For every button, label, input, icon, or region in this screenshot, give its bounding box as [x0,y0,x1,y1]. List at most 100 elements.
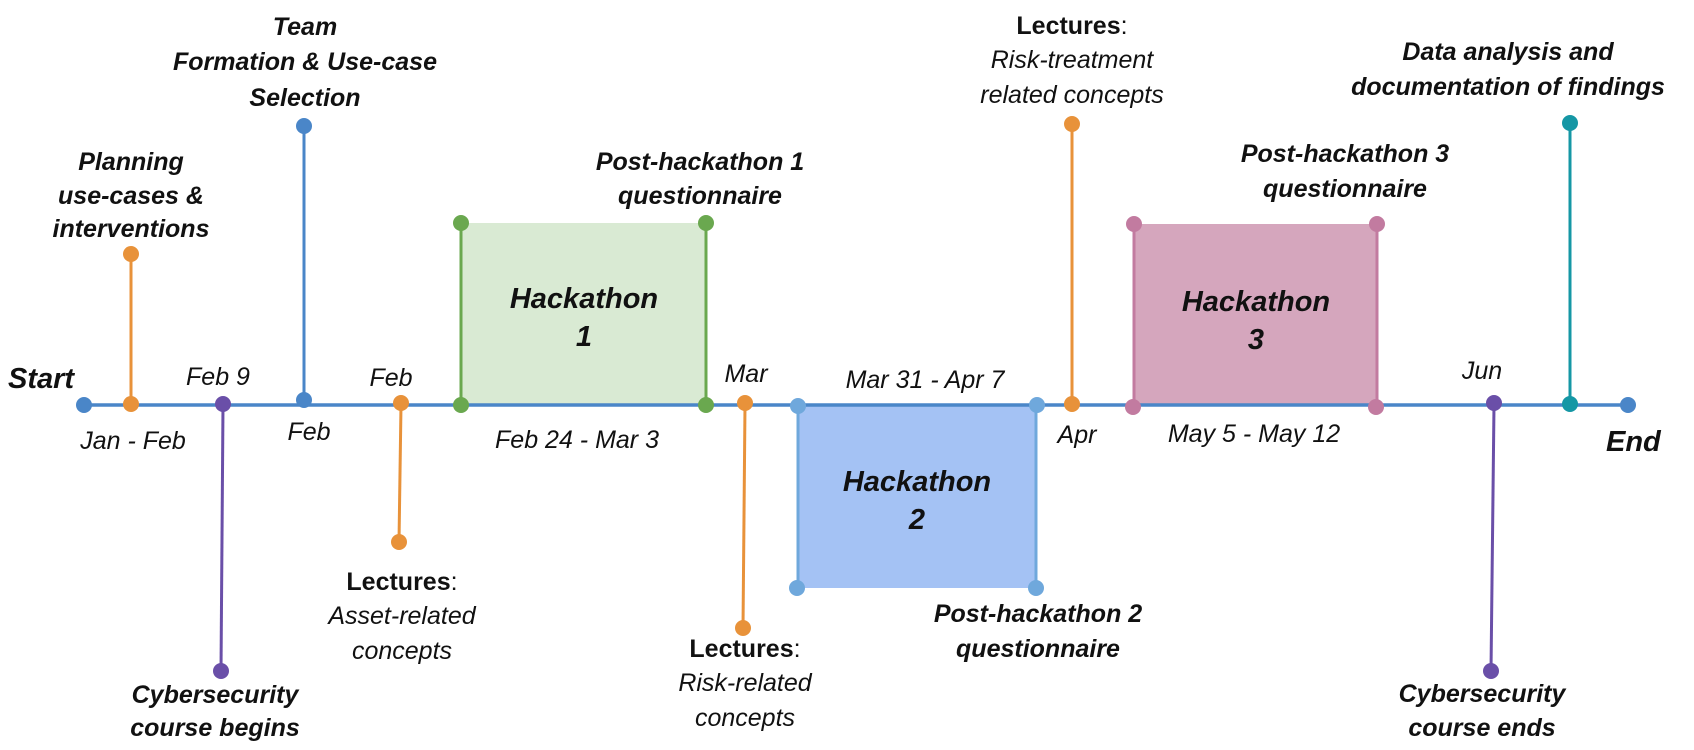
data-analysis-top-dot [1562,115,1578,131]
planning-axis-dot [123,396,139,412]
date-feb9: Feb 9 [186,363,250,391]
lectures-asset-line-2: concepts [352,637,452,665]
hackathon-2-start-axis-dot [790,398,806,414]
lectures-treatment-axis-dot [1064,396,1080,412]
lectures-treatment-line-2: related concepts [980,81,1163,109]
post-hackathon-2-line-2: questionnaire [956,635,1120,663]
hackathon-1-line-2: 1 [576,321,592,353]
lectures-treatment-title-word: Lectures [1016,12,1120,40]
post-hackathon-1-line-1: Post-hackathon 1 [596,148,804,176]
course-ends-label: Cybersecurity course ends [1399,680,1567,742]
data-analysis-line-1: Data analysis and [1402,38,1614,66]
team-formation-line-2: Formation & Use-case [173,48,437,76]
hackathon-3-line-1: Hackathon [1182,286,1330,318]
course-ends-line-2: course ends [1408,714,1555,742]
data-analysis-label: Data analysis and documentation of findi… [1351,38,1665,101]
hackathon-2-label: Hackathon 2 [843,466,991,536]
post-hackathon-1-line-2: questionnaire [618,182,782,210]
hackathon-1-end-top-dot [698,215,714,231]
course-begins-line-1: Cybersecurity [132,681,300,709]
hackathon-1-box [461,223,706,406]
start-dot [76,397,92,413]
lectures-asset-line-1: Asset-related [326,602,476,630]
course-ends-bottom-dot [1483,663,1499,679]
date-h3-range: May 5 - May 12 [1168,420,1340,448]
date-jun: Jun [1461,357,1502,385]
post-hackathon-3-line-2: questionnaire [1263,175,1427,203]
hackathon-1-start-axis-dot [453,397,469,413]
date-mar: Mar [724,360,769,388]
lectures-asset-colon: : [451,568,458,596]
end-label: End [1606,426,1662,458]
date-apr: Apr [1056,421,1099,449]
team-formation-label: Team Formation & Use-case Selection [173,13,437,112]
course-begins-bottom-dot [213,663,229,679]
post-hackathon-2-line-1: Post-hackathon 2 [934,600,1142,628]
lectures-asset-label: Lectures: Asset-related concepts [326,568,476,665]
lectures-risk-line-1: Risk-related [678,669,812,697]
course-ends-line-1: Cybersecurity [1399,680,1567,708]
lectures-treatment-title: Lectures: [1016,12,1127,40]
hackathon-1-end-axis-dot [698,397,714,413]
course-begins-label: Cybersecurity course begins [130,681,300,742]
lectures-asset-title-word: Lectures [346,568,450,596]
course-begins-line-2: course begins [130,714,300,742]
lectures-treatment-label: Lectures: Risk-treatment related concept… [980,12,1163,109]
hackathon-2-box [798,405,1036,588]
course-begins-stem [219,404,225,672]
planning-top-dot [123,246,139,262]
team-formation-line-1: Team [273,13,337,41]
lectures-risk-title: Lectures: [689,635,800,663]
planning-line-3: interventions [53,215,210,243]
lectures-risk-title-word: Lectures [689,635,793,663]
date-jan-feb: Jan - Feb [79,427,186,455]
lectures-asset-axis-dot [393,395,409,411]
hackathon-3-end-axis-dot [1368,399,1384,415]
date-feb-high: Feb [369,364,412,392]
lectures-treatment-colon: : [1121,12,1128,40]
hackathon-1-label: Hackathon 1 [510,283,658,353]
team-formation-top-dot [296,118,312,134]
start-label: Start [8,363,75,395]
hackathon-3-box [1134,224,1377,406]
hackathon-3-end-top-dot [1369,216,1385,232]
data-analysis-line-2: documentation of findings [1351,73,1665,101]
lectures-asset-stem [397,404,403,543]
date-h1-range: Feb 24 - Mar 3 [495,426,659,454]
post-hackathon-3-label: Post-hackathon 3 questionnaire [1241,140,1449,203]
post-hackathon-2-label: Post-hackathon 2 questionnaire [934,600,1142,663]
hackathon-2-end-axis-dot [1029,397,1045,413]
hackathon-1-start-top-dot [453,215,469,231]
hackathon-2-line-1: Hackathon [843,466,991,498]
lectures-risk-stem [741,404,747,629]
lectures-risk-bottom-dot [735,620,751,636]
course-ends-stem [1489,404,1496,672]
lectures-risk-line-2: concepts [695,704,795,732]
course-begins-axis-dot [215,396,231,412]
hackathon-3-start-axis-dot [1125,399,1141,415]
hackathon-2-start-bottom-dot [789,580,805,596]
post-hackathon-3-line-1: Post-hackathon 3 [1241,140,1449,168]
lectures-asset-bottom-dot [391,534,407,550]
course-ends-axis-dot [1486,395,1502,411]
post-hackathon-1-label: Post-hackathon 1 questionnaire [596,148,804,210]
lectures-treatment-line-1: Risk-treatment [991,46,1155,74]
lectures-risk-colon: : [794,635,801,663]
planning-line-2: use-cases & [58,182,204,210]
hackathon-3-start-top-dot [1126,216,1142,232]
hackathon-2-end-bottom-dot [1028,580,1044,596]
hackathon-3-line-2: 3 [1248,324,1264,356]
planning-line-1: Planning [78,148,184,176]
hackathon-2-line-2: 2 [908,504,925,536]
team-formation-axis-dot [296,392,312,408]
lectures-risk-label: Lectures: Risk-related concepts [678,635,812,732]
hackathon-3-label: Hackathon 3 [1182,286,1330,356]
date-feb-low: Feb [287,418,330,446]
lectures-asset-title: Lectures: [346,568,457,596]
hackathon-1-line-1: Hackathon [510,283,658,315]
end-dot [1620,397,1636,413]
lectures-treatment-top-dot [1064,116,1080,132]
team-formation-line-3: Selection [249,84,360,112]
lectures-risk-axis-dot [737,395,753,411]
